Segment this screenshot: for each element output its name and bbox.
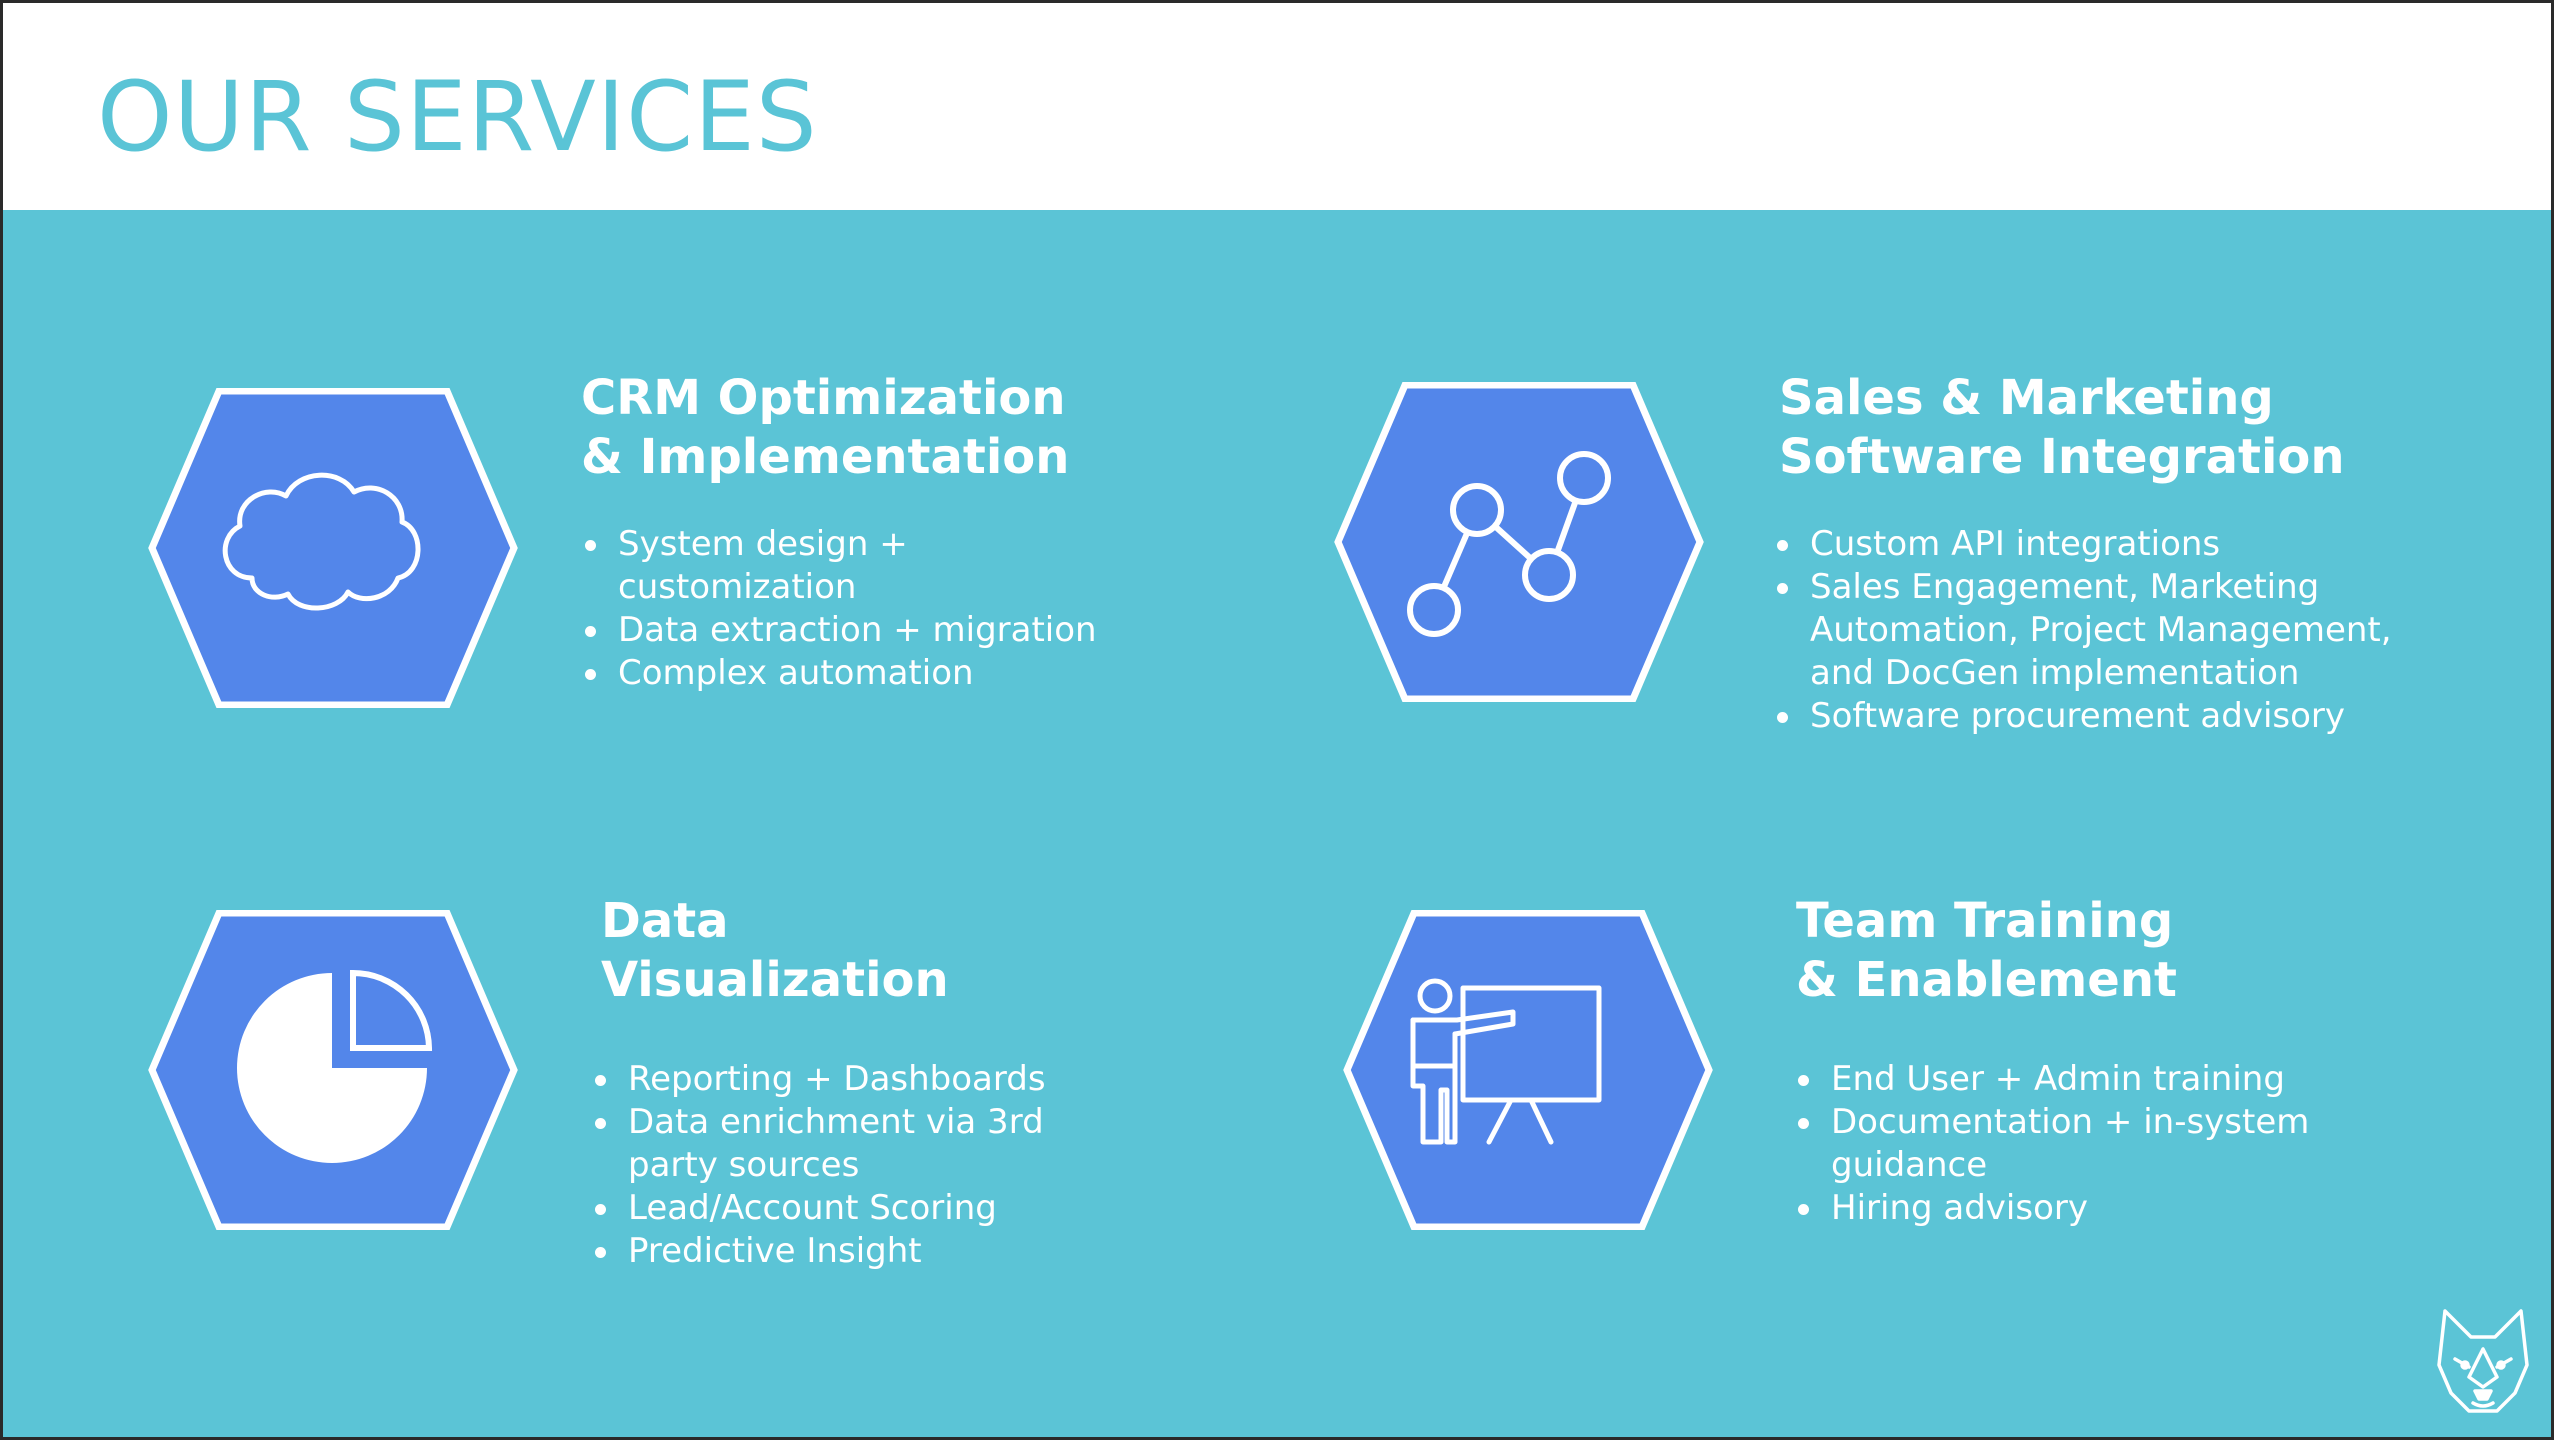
bullet-item: Software procurement advisory bbox=[1773, 695, 2392, 738]
service-bullets-team-training: End User + Admin training Documentation … bbox=[1794, 1058, 2309, 1230]
line-graph-icon bbox=[1407, 451, 1611, 637]
bullet-item: Reporting + Dashboards bbox=[591, 1058, 1046, 1101]
service-hexagon-sales-marketing bbox=[1334, 382, 1704, 702]
bullet-item: Lead/Account Scoring bbox=[591, 1187, 1046, 1230]
service-title-line: Software Integration bbox=[1779, 429, 2345, 485]
bullet-item: Complex automation bbox=[581, 652, 1097, 695]
service-title-sales-marketing: Sales & Marketing Software Integration bbox=[1779, 369, 2345, 487]
service-title-crm: CRM Optimization & Implementation bbox=[581, 369, 1069, 487]
husky-logo-icon bbox=[2435, 1307, 2531, 1417]
service-title-data-visualization: Data Visualization bbox=[601, 892, 949, 1010]
page-title: OUR SERVICES bbox=[97, 61, 818, 173]
bullet-item: System design + customization bbox=[581, 523, 1097, 609]
bullet-item: Documentation + in-system guidance bbox=[1794, 1101, 2309, 1187]
service-title-line: Visualization bbox=[601, 952, 949, 1008]
service-title-team-training: Team Training & Enablement bbox=[1796, 892, 2177, 1010]
pie-chart-icon bbox=[237, 969, 433, 1163]
bullet-item: End User + Admin training bbox=[1794, 1058, 2309, 1101]
service-title-line: Data bbox=[601, 893, 729, 949]
service-title-line: & Implementation bbox=[581, 429, 1070, 485]
bullet-item: Custom API integrations bbox=[1773, 523, 2392, 566]
service-title-line: Team Training bbox=[1796, 893, 2174, 949]
service-hexagon-crm bbox=[148, 388, 518, 708]
services-panel: CRM Optimization & Implementation System… bbox=[3, 210, 2551, 1437]
slide-header: OUR SERVICES bbox=[3, 3, 2551, 210]
cloud-icon bbox=[222, 472, 421, 611]
bullet-item: Data enrichment via 3rd party sources bbox=[591, 1101, 1046, 1187]
service-title-line: & Enablement bbox=[1796, 952, 2177, 1008]
service-bullets-sales-marketing: Custom API integrations Sales Engagement… bbox=[1773, 523, 2392, 738]
service-hexagon-data-visualization bbox=[148, 910, 518, 1230]
bullet-item: Predictive Insight bbox=[591, 1230, 1046, 1273]
bullet-item: Data extraction + migration bbox=[581, 609, 1097, 652]
service-hexagon-team-training bbox=[1343, 910, 1713, 1230]
presentation-icon bbox=[1410, 978, 1602, 1145]
service-title-line: CRM Optimization bbox=[581, 370, 1066, 426]
bullet-item: Hiring advisory bbox=[1794, 1187, 2309, 1230]
bullet-item: Sales Engagement, Marketing Automation, … bbox=[1773, 566, 2392, 695]
service-title-line: Sales & Marketing bbox=[1779, 370, 2274, 426]
service-bullets-crm: System design + customization Data extra… bbox=[581, 523, 1097, 695]
service-bullets-data-visualization: Reporting + Dashboards Data enrichment v… bbox=[591, 1058, 1046, 1273]
